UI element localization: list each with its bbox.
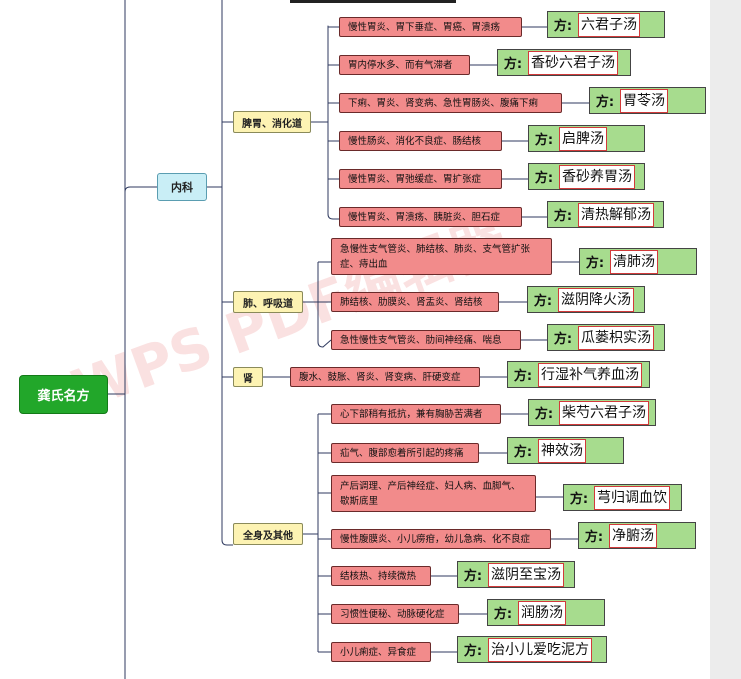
formula-name: 净腑汤 (609, 523, 657, 548)
formula-name: 柴芍六君子汤 (559, 400, 649, 425)
formula-name: 神效汤 (538, 438, 586, 463)
formula-node[interactable]: 方: 净腑汤 (578, 522, 696, 549)
formula-node[interactable]: 方: 香砂六君子汤 (497, 49, 631, 76)
formula-node[interactable]: 方: 香砂养胃汤 (528, 163, 645, 190)
viewer-background (710, 0, 741, 679)
group-node-kidney[interactable]: 肾 (233, 367, 263, 387)
formula-label: 方: (463, 644, 483, 659)
formula-node[interactable]: 方: 柴芍六君子汤 (528, 399, 656, 426)
symptom-node[interactable]: 腹水、鼓胀、肾炎、肾变病、肝硬变症 (290, 367, 480, 387)
symptom-node[interactable]: 结核热、持续微热 (331, 566, 431, 586)
formula-label: 方: (463, 569, 483, 584)
formula-name: 滋阴降火汤 (558, 287, 634, 312)
formula-label: 方: (513, 445, 533, 460)
symptom-node[interactable]: 急性慢性支气管炎、肋间神经痛、喘息 (331, 330, 521, 350)
formula-name: 香砂六君子汤 (528, 50, 618, 75)
formula-name: 瓜蒌枳实汤 (578, 325, 654, 350)
formula-name: 芎归调血饮 (594, 485, 670, 510)
symptom-node[interactable]: 慢性胃炎、胃溃疡、胰脏炎、胆石症 (339, 207, 522, 227)
symptom-node[interactable]: 胃内停水多、而有气滞者 (339, 55, 470, 75)
symptom-node[interactable]: 慢性腹膜炎、小儿痨疳，幼儿急病、化不良症 (331, 529, 551, 549)
symptom-node[interactable]: 下痢、胃炎、肾变病、急性胃肠炎、腹痛下痢 (339, 93, 562, 113)
formula-label: 方: (534, 133, 554, 148)
group-node-spleen[interactable]: 脾胃、消化道 (233, 111, 311, 133)
formula-label: 方: (513, 369, 533, 384)
connector-line (124, 186, 157, 193)
formula-node[interactable]: 方: 胃苓汤 (589, 87, 706, 114)
top-edge-bar (290, 0, 456, 3)
formula-label: 方: (553, 332, 573, 347)
formula-node[interactable]: 方: 清热解郁汤 (547, 201, 664, 228)
formula-label: 方: (534, 171, 554, 186)
formula-label: 方: (503, 57, 523, 72)
root-node[interactable]: 龚氏名方 (19, 375, 108, 414)
symptom-node[interactable]: 急慢性支气管炎、肺结核、肺炎、支气管扩张症、痔出血 (331, 238, 552, 275)
formula-name: 六君子汤 (578, 12, 640, 37)
connector-line (221, 0, 228, 546)
formula-name: 清肺汤 (610, 249, 658, 274)
formula-name: 启脾汤 (559, 126, 607, 151)
formula-node[interactable]: 方: 治小儿爱吃泥方 (457, 636, 607, 663)
formula-node[interactable]: 方: 芎归调血饮 (563, 484, 682, 511)
formula-name: 滋阴至宝汤 (488, 562, 564, 587)
formula-node[interactable]: 方: 清肺汤 (579, 248, 697, 275)
formula-label: 方: (595, 95, 615, 110)
symptom-node[interactable]: 产后调理、产后神经症、妇人病、血脚气、歇斯底里 (331, 475, 536, 512)
formula-node[interactable]: 方: 瓜蒌枳实汤 (547, 324, 665, 351)
formula-node[interactable]: 方: 滋阴至宝汤 (457, 561, 575, 588)
formula-name: 润肠汤 (518, 600, 566, 625)
symptom-node[interactable]: 习惯性便秘、动脉硬化症 (331, 604, 459, 624)
formula-label: 方: (493, 607, 513, 622)
symptom-node[interactable]: 心下部稍有抵抗，兼有胸胁苦满者 (331, 404, 501, 424)
formula-label: 方: (569, 492, 589, 507)
symptom-node[interactable]: 慢性胃炎、胃弛缓症、胃扩张症 (339, 169, 502, 189)
formula-label: 方: (585, 256, 605, 271)
formula-name: 清热解郁汤 (578, 202, 654, 227)
group-node-general[interactable]: 全身及其他 (233, 523, 303, 545)
symptom-node[interactable]: 肺结核、肋膜炎、肾盂炎、肾结核 (331, 292, 499, 312)
formula-label: 方: (534, 407, 554, 422)
formula-name: 行湿补气养血汤 (538, 362, 642, 387)
connector-line (327, 42, 339, 220)
group-node-lung[interactable]: 肺、呼吸道 (233, 291, 303, 313)
symptom-node[interactable]: 慢性胃炎、胃下垂症、胃癌、胃溃疡 (339, 17, 522, 37)
formula-node[interactable]: 方: 神效汤 (507, 437, 624, 464)
formula-name: 胃苓汤 (620, 88, 668, 113)
formula-node[interactable]: 方: 滋阴降火汤 (527, 286, 645, 313)
formula-label: 方: (553, 209, 573, 224)
formula-label: 方: (553, 19, 573, 34)
formula-label: 方: (533, 294, 553, 309)
symptom-node[interactable]: 小儿痢症、异食症 (331, 642, 431, 662)
symptom-node[interactable]: 慢性肠炎、消化不良症、肠结核 (339, 131, 502, 151)
formula-node[interactable]: 方: 润肠汤 (487, 599, 605, 626)
formula-name: 香砂养胃汤 (559, 164, 635, 189)
formula-node[interactable]: 方: 行湿补气养血汤 (507, 361, 650, 388)
formula-node[interactable]: 方: 启脾汤 (528, 125, 645, 152)
formula-name: 治小儿爱吃泥方 (488, 637, 592, 662)
formula-label: 方: (584, 530, 604, 545)
category-node-neike[interactable]: 内科 (157, 173, 207, 201)
formula-node[interactable]: 方: 六君子汤 (547, 11, 665, 38)
symptom-node[interactable]: 疝气、腹部愈着所引起的疼痛 (331, 443, 479, 463)
connector-line (317, 262, 332, 348)
